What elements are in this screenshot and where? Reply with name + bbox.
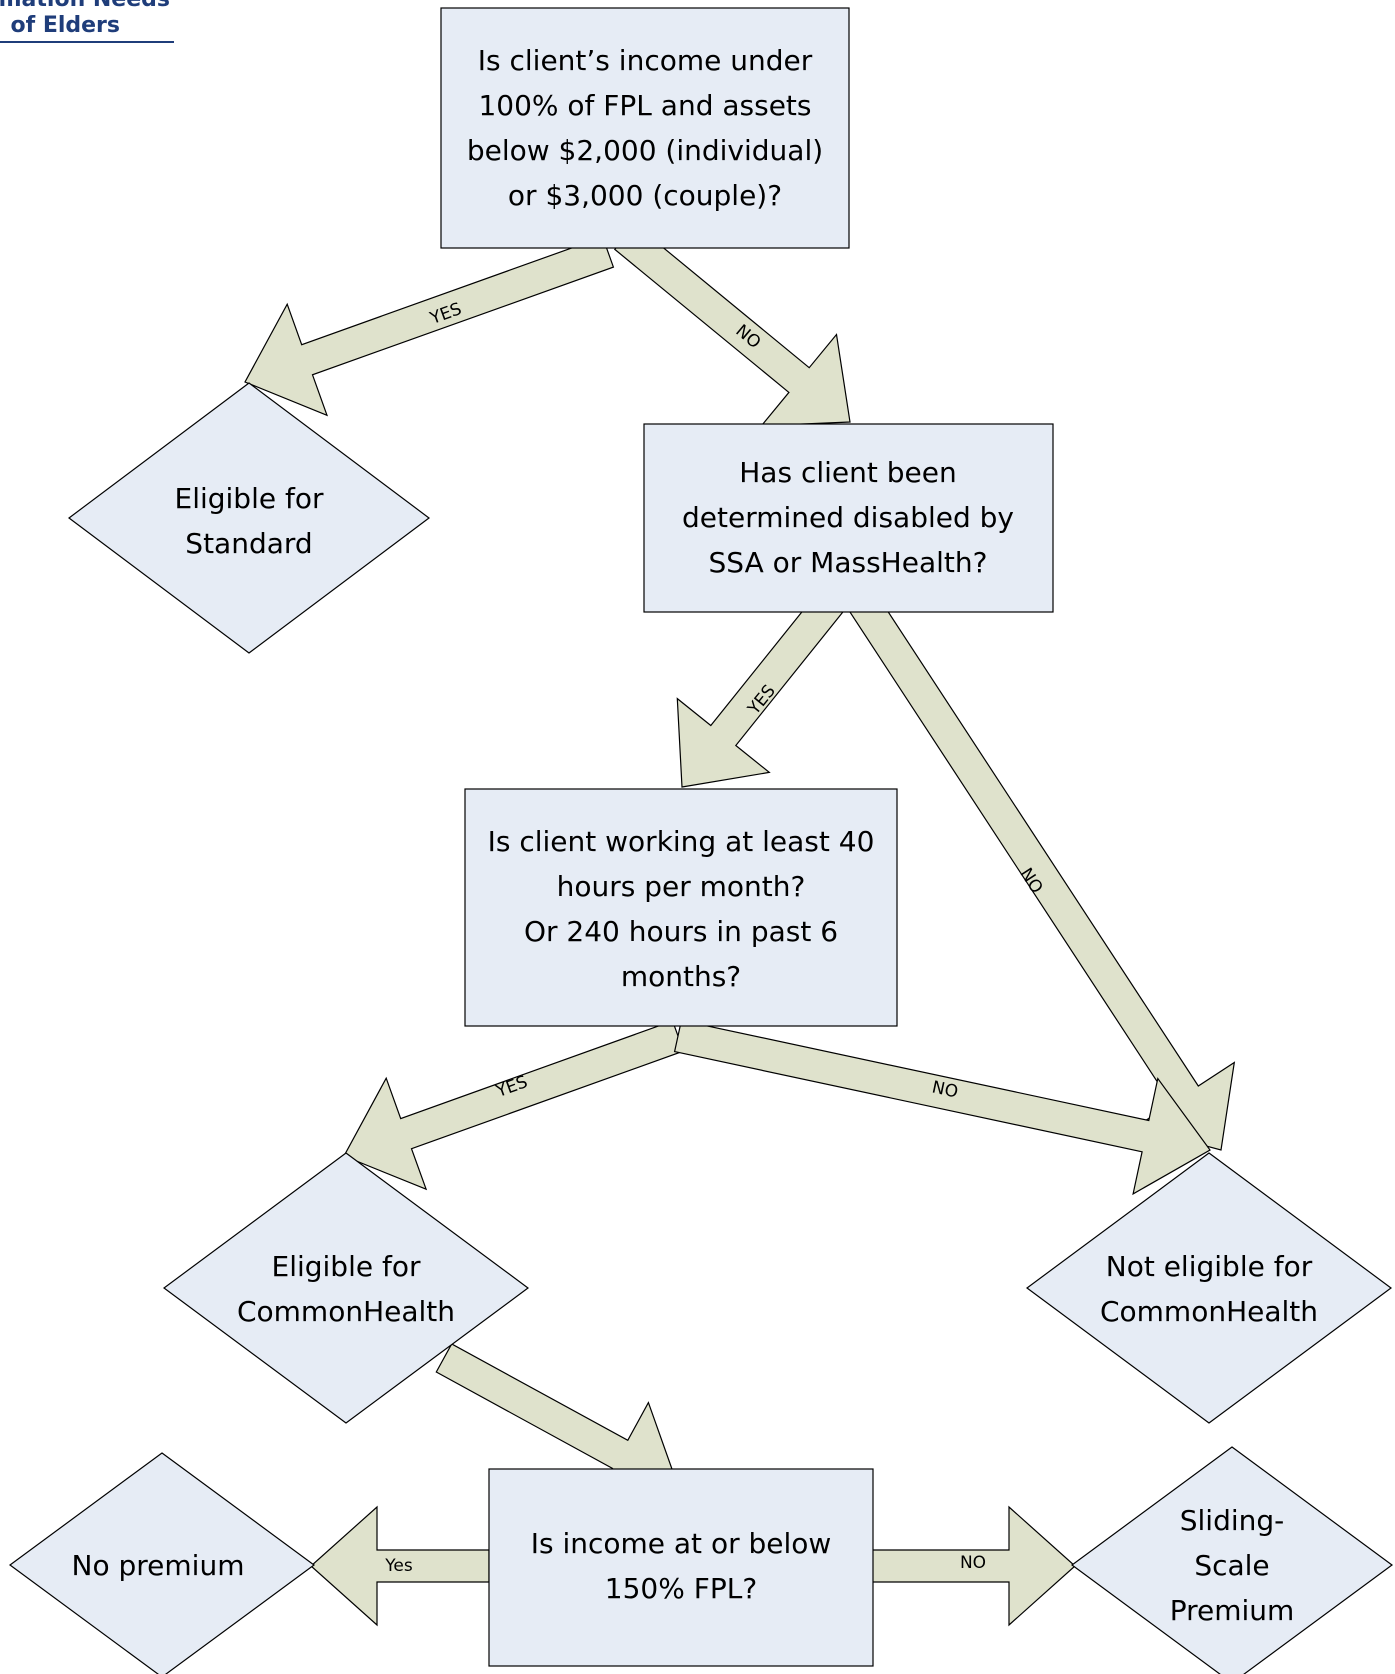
question-income-150-text-line: Is income at or below — [531, 1527, 832, 1560]
question-income-assets-text-line: below $2,000 (individual) — [467, 134, 823, 167]
no-premium-text-line: No premium — [72, 1549, 245, 1582]
eligible-standard-text-line: Standard — [185, 527, 312, 560]
question-income-150-text: Is income at or below 150% FPL? — [531, 1527, 832, 1605]
eligible-commonhealth-diamond — [162, 1152, 530, 1424]
question-working-text-line: Is client working at least 40 — [488, 825, 875, 858]
question-income-assets-text-line: or $3,000 (couple)? — [508, 179, 782, 212]
label-q5-yes: Yes — [384, 1556, 413, 1576]
question-working-text: Is client working at least 40 hours per m… — [488, 825, 875, 993]
question-working-box — [464, 788, 898, 1027]
sliding-scale-diamond — [1070, 1446, 1394, 1674]
arrow-q5-no — [869, 1505, 1076, 1627]
eligible-standard-diamond — [68, 382, 430, 654]
question-disabled-text: Has client been determined disabled by SSA… — [682, 456, 1014, 579]
arrow-q3-yes — [343, 1020, 685, 1191]
question-working-text-line: hours per month? — [557, 870, 806, 903]
question-income-assets-text-line: 100% of FPL and assets — [478, 89, 811, 122]
question-income-assets-text-line: Is client’s income under — [478, 44, 813, 77]
arrow-q3-no — [673, 1019, 1211, 1196]
question-income-150-box — [488, 1468, 874, 1667]
sliding-scale-text-line: Scale — [1194, 1549, 1269, 1582]
header-line-2: of Elders — [10, 13, 120, 38]
sliding-scale-text-line: Sliding- — [1180, 1504, 1285, 1537]
arrow-q2-yes — [676, 584, 850, 788]
question-disabled-box — [643, 423, 1054, 613]
header-line-1: ormation Needs — [0, 0, 170, 12]
question-working-text-line: Or 240 hours in past 6 — [524, 915, 838, 948]
arrow-q1-yes — [244, 236, 615, 417]
not-eligible-diamond — [1025, 1152, 1393, 1424]
no-premium-text: No premium — [72, 1549, 245, 1582]
header-underline — [0, 41, 174, 43]
eligible-commonhealth-text-line: Eligible for — [272, 1250, 421, 1283]
not-eligible-text-line: Not eligible for — [1106, 1250, 1313, 1283]
sliding-scale-text-line: Premium — [1170, 1594, 1295, 1627]
not-eligible-text-line: CommonHealth — [1100, 1295, 1318, 1328]
question-income-assets-box — [440, 7, 850, 249]
question-income-150-text-line: 150% FPL? — [605, 1572, 757, 1605]
arrow-q1-no — [613, 223, 851, 427]
question-disabled-text-line: SSA or MassHealth? — [709, 546, 988, 579]
question-income-assets-text: Is client’s income under 100% of FPL and … — [467, 44, 823, 212]
arrow-q2-no — [843, 585, 1236, 1151]
label-q5-no: NO — [960, 1553, 986, 1573]
eligible-commonhealth-text-line: CommonHealth — [237, 1295, 455, 1328]
question-disabled-text-line: determined disabled by — [682, 501, 1014, 534]
organization-header: ormation Needs of Elders — [0, 0, 178, 46]
question-disabled-text-line: Has client been — [739, 456, 956, 489]
arrow-q5-yes — [310, 1505, 490, 1627]
question-working-text-line: months? — [621, 960, 741, 993]
eligible-standard-text-line: Eligible for — [175, 482, 324, 515]
no-premium-diamond — [8, 1452, 316, 1674]
